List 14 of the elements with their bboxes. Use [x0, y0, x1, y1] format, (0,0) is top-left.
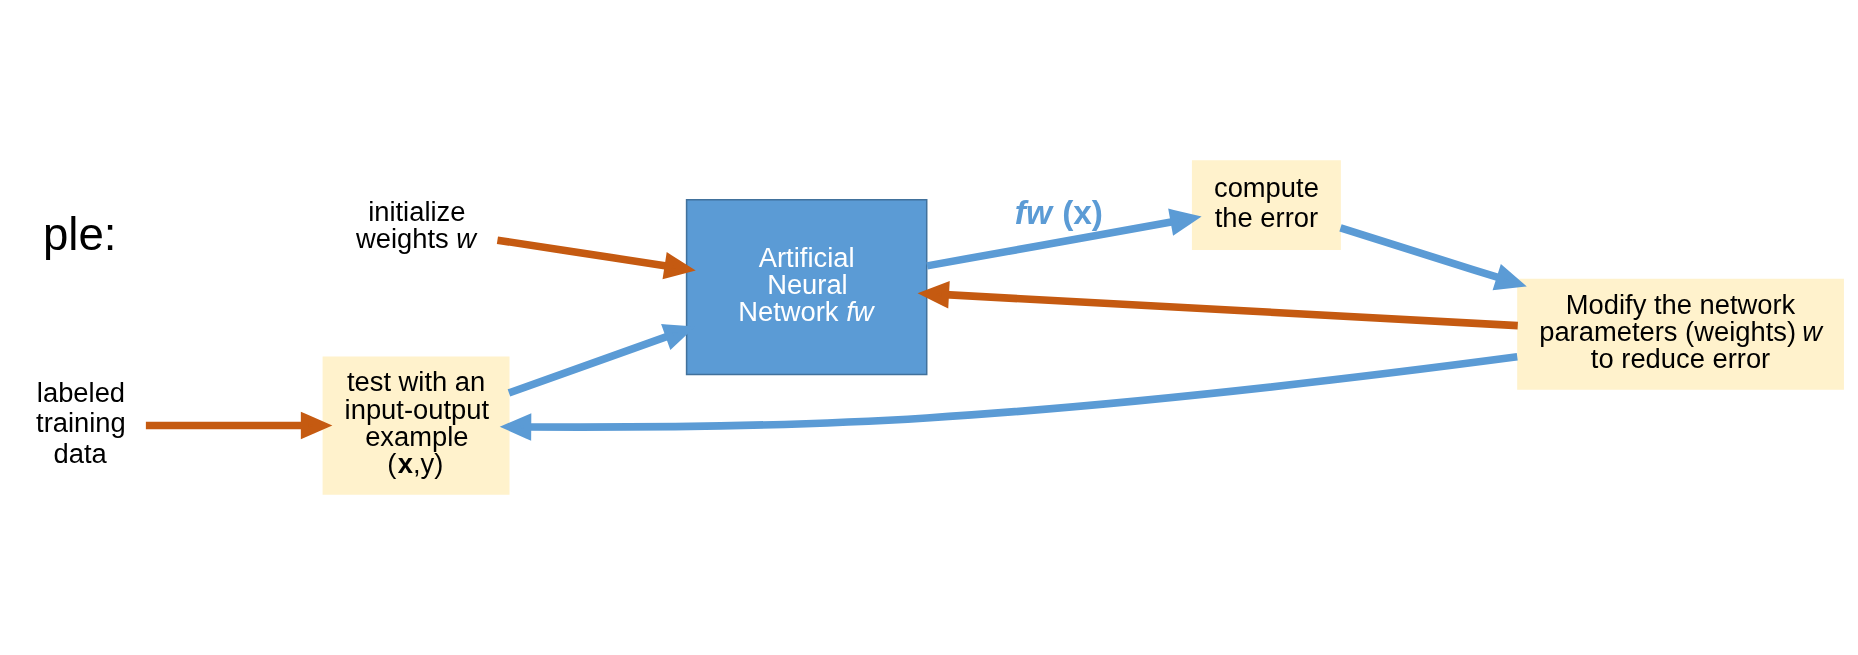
arrow — [496, 236, 696, 280]
arrow — [917, 281, 1518, 330]
node-box: test with an input-output example (x,y) — [322, 356, 510, 495]
node-text: initialize weights w — [356, 195, 477, 255]
node-box: Modify the network parameters (weights) w to reduce error — [1517, 278, 1844, 390]
edge-label: fw (x) — [1014, 194, 1104, 232]
arrow — [499, 353, 1518, 441]
label: ple: — [42, 208, 117, 260]
node-text: labeled training data — [36, 376, 126, 469]
arrow — [926, 208, 1202, 270]
arrow — [1339, 224, 1527, 291]
arrow — [145, 411, 333, 440]
node-box: Artificial Neural Network fw — [685, 199, 928, 376]
node-box: compute the error — [1191, 160, 1341, 250]
